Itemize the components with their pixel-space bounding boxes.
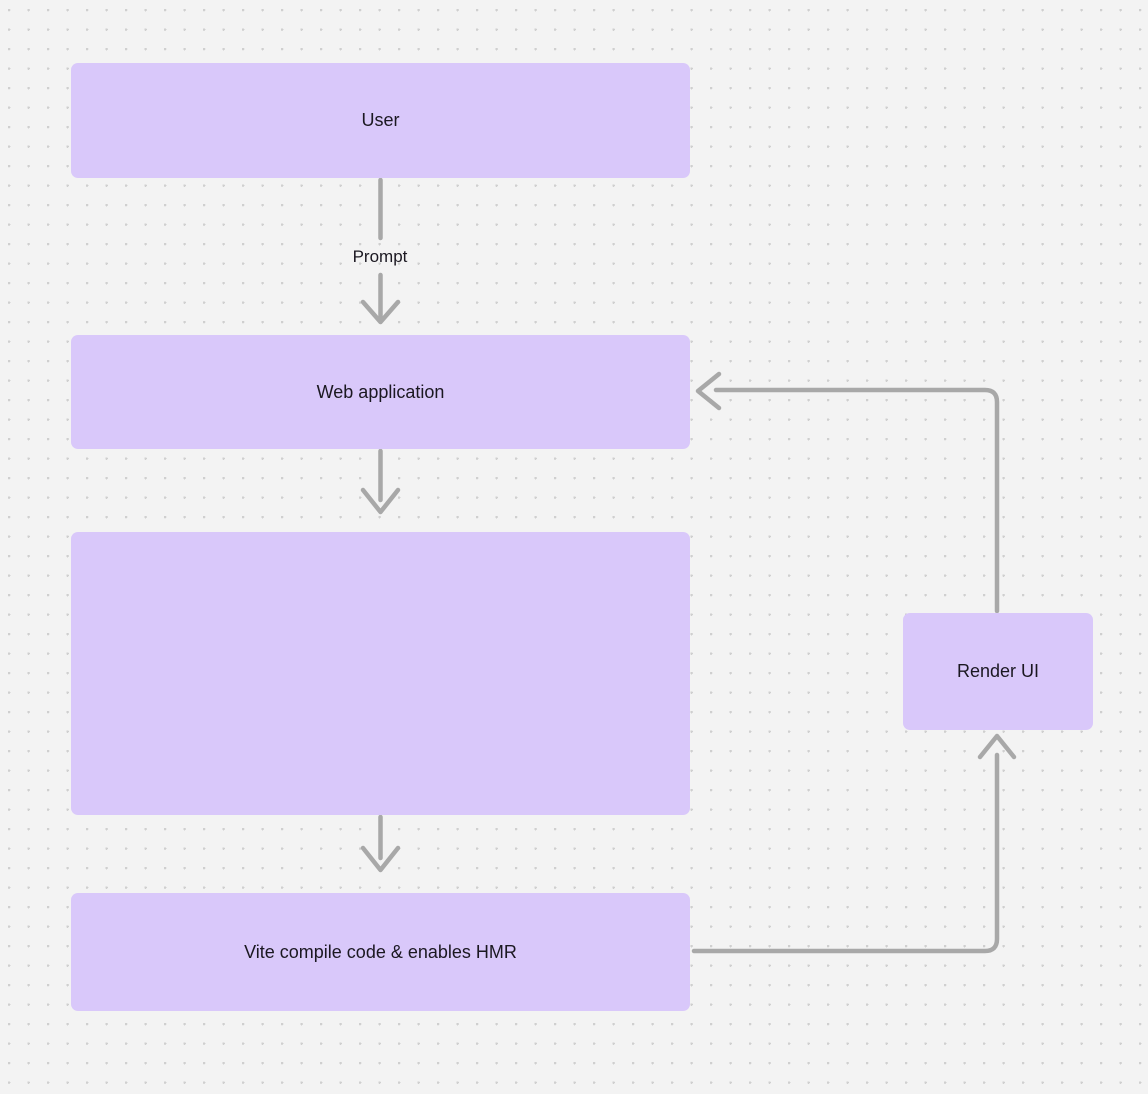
arrowhead-vite-to-render (977, 733, 1017, 760)
edge-render-to-webapp (713, 387, 1000, 614)
edge-vite-to-render (691, 752, 1000, 954)
node-vite[interactable]: Vite compile code & enables HMR (71, 893, 690, 1011)
node-user-label: User (361, 110, 400, 131)
arrowhead-react-to-vite (360, 845, 401, 873)
node-render-ui[interactable]: Render UI (903, 613, 1093, 730)
node-render-ui-label: Render UI (956, 661, 1040, 682)
node-react-components-group[interactable]: HTML = structure CSS = Styles & Layouts … (71, 532, 690, 815)
node-vite-label: Vite compile code & enables HMR (244, 941, 517, 962)
arrowhead-webapp-to-react (360, 487, 401, 515)
node-web-application[interactable]: Web application (71, 335, 690, 449)
node-web-application-label: Web application (316, 381, 445, 402)
arrowhead-user-to-webapp (360, 299, 401, 325)
arrowhead-render-to-webapp (695, 371, 722, 411)
edge-label-prompt: Prompt (352, 247, 408, 266)
node-user[interactable]: User (71, 63, 690, 178)
